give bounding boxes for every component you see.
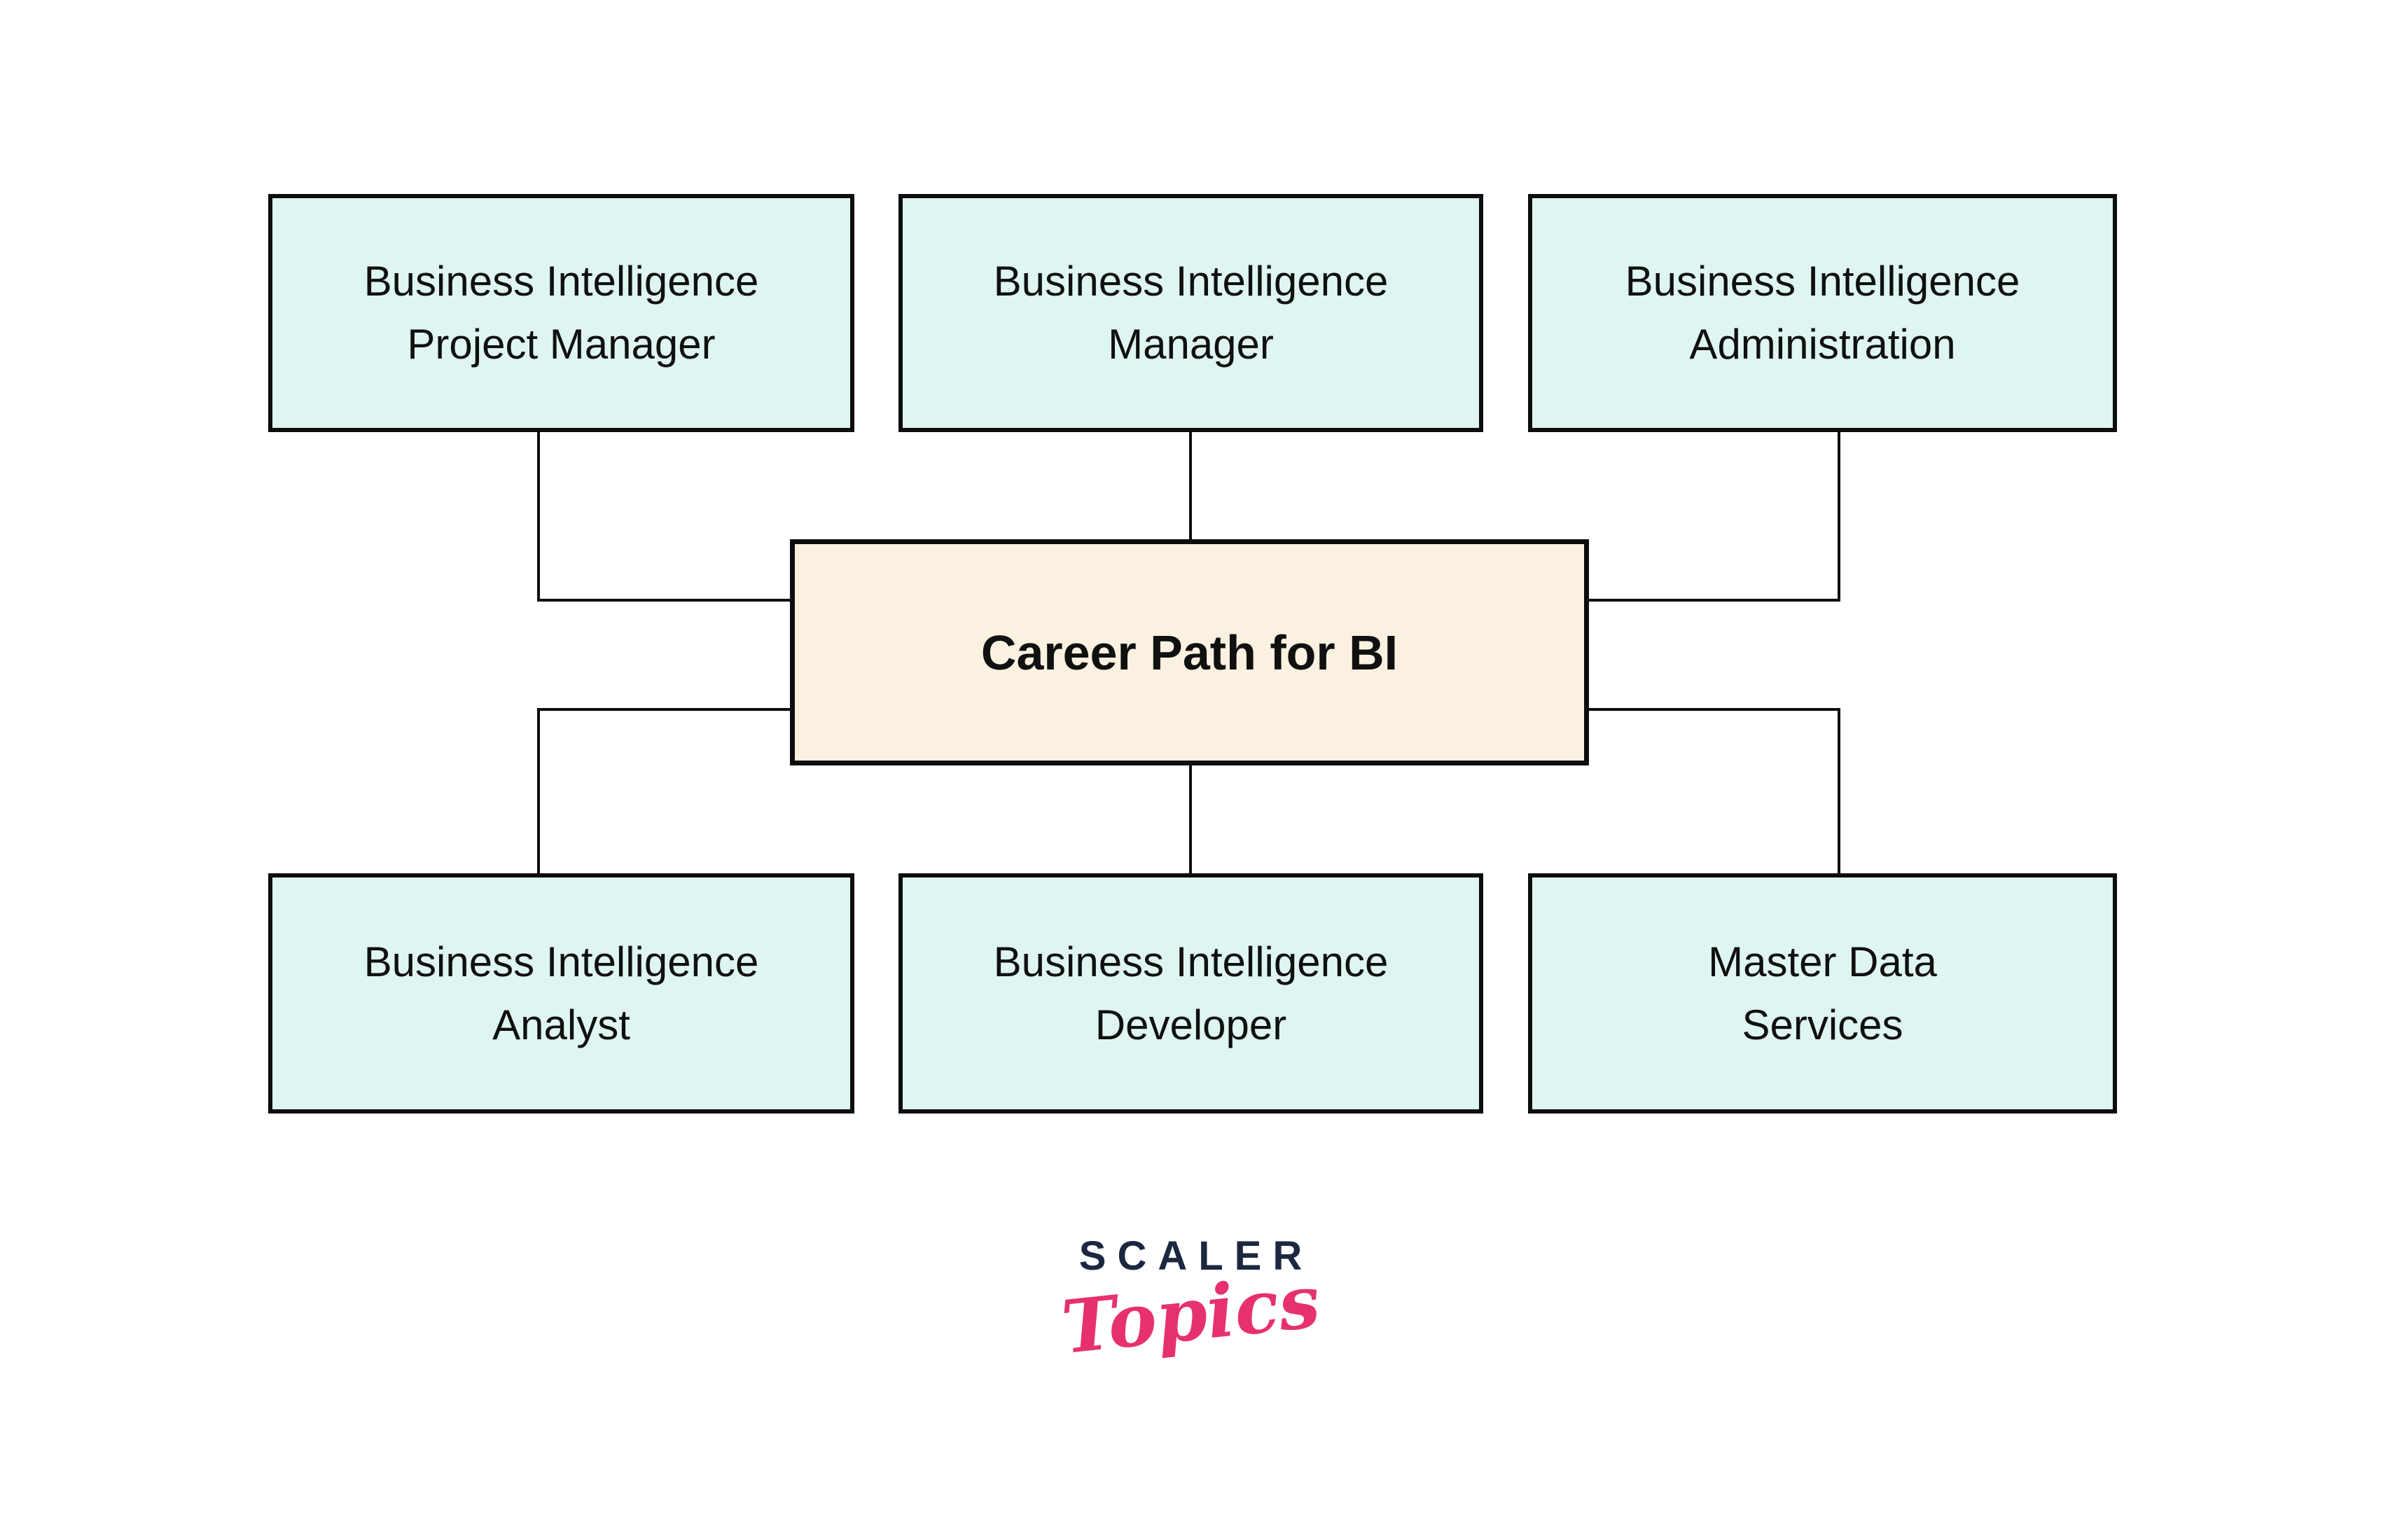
connector-analyst-vertical — [537, 708, 540, 876]
connector-manager-to-center — [1189, 431, 1192, 541]
node-label-line: Business Intelligence — [363, 938, 759, 985]
connector-administration-vertical — [1838, 429, 1840, 602]
node-label-line: Business Intelligence — [993, 258, 1389, 305]
node-label-line: Services — [1742, 1001, 1903, 1048]
node-label-line: Business Intelligence — [993, 938, 1389, 985]
node-label-line: Administration — [1689, 321, 1956, 368]
node-label-line: Project Manager — [407, 321, 716, 368]
connector-project-manager-horizontal — [537, 599, 793, 602]
connector-project-manager-vertical — [537, 429, 540, 602]
node-label-line: Master Data — [1708, 938, 1937, 985]
connector-master-data-vertical — [1838, 708, 1840, 876]
node-label-line: Business Intelligence — [1625, 258, 2020, 305]
node-bi-analyst: Business Intelligence Analyst — [268, 873, 854, 1114]
node-career-path-center: Career Path for BI — [790, 539, 1589, 765]
connector-master-data-horizontal — [1588, 708, 1840, 711]
node-label-line: Business Intelligence — [363, 258, 759, 305]
center-node-label: Career Path for BI — [980, 625, 1398, 680]
node-label-line: Developer — [1095, 1001, 1287, 1048]
connector-center-to-developer — [1189, 765, 1192, 876]
node-bi-manager: Business Intelligence Manager — [898, 194, 1483, 432]
node-label-line: Analyst — [492, 1001, 630, 1048]
scaler-topics-logo: SCALER Topics — [1015, 1233, 1366, 1371]
logo-brand-text: SCALER — [1078, 1233, 1314, 1279]
node-bi-project-manager: Business Intelligence Project Manager — [268, 194, 854, 432]
node-bi-developer: Business Intelligence Developer — [898, 873, 1483, 1114]
node-master-data-services: Master Data Services — [1528, 873, 2117, 1114]
node-bi-administration: Business Intelligence Administration — [1528, 194, 2117, 432]
connector-analyst-horizontal — [537, 708, 793, 711]
node-label-line: Manager — [1108, 321, 1274, 368]
connector-administration-horizontal — [1588, 599, 1840, 602]
